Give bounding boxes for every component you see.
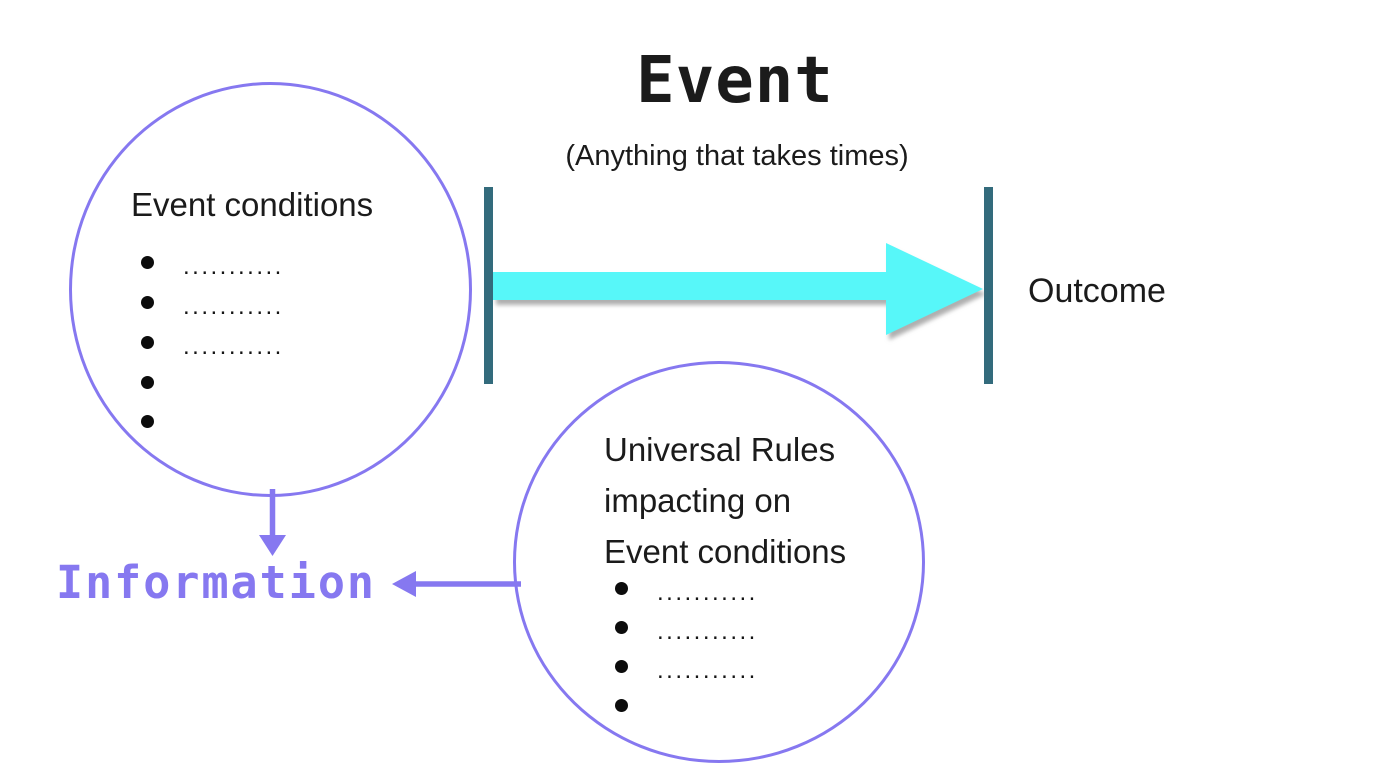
event-condition-bullet — [141, 410, 183, 432]
bullet-dot — [141, 335, 154, 349]
bullet-dot — [615, 698, 628, 712]
universal-rules-heading: Universal Rules impacting on Event condi… — [604, 424, 846, 577]
bullet-dot — [141, 255, 154, 269]
down-arrow-icon — [259, 489, 286, 556]
event-conditions-heading: Event conditions — [131, 186, 374, 223]
bullet-dot — [141, 295, 154, 309]
subtitle: (Anything that takes times) — [565, 140, 909, 172]
event-condition-bullet: ........... — [141, 291, 284, 319]
universal-rules-heading-line: Event conditions — [604, 533, 847, 570]
bullet-dot — [615, 620, 628, 634]
bullet-dot — [615, 659, 628, 673]
event-condition-bullet: ........... — [141, 331, 284, 359]
page-title: Event — [636, 44, 834, 118]
universal-rule-bullet: ........... — [615, 577, 758, 605]
bullet-placeholder-text: ........... — [183, 253, 284, 280]
outcome-label: Outcome — [1028, 272, 1166, 310]
left-arrow-icon — [392, 571, 521, 597]
universal-rules-circle — [513, 361, 925, 763]
bullet-dot — [141, 414, 154, 428]
universal-rule-bullet — [615, 694, 657, 716]
bullet-placeholder-text: ........... — [657, 579, 758, 606]
universal-rules-heading-line: Universal Rules — [604, 431, 836, 468]
event-timeline-arrow-icon — [493, 243, 983, 335]
universal-rule-bullet: ........... — [615, 655, 758, 683]
timeline-start-bar — [484, 187, 493, 384]
event-conditions-circle — [69, 82, 472, 497]
information-label: Information — [56, 556, 377, 609]
bullet-dot — [141, 375, 154, 389]
bullet-placeholder-text: ........... — [183, 333, 284, 360]
bullet-placeholder-text: ........... — [657, 618, 758, 645]
bullet-placeholder-text: ........... — [183, 293, 284, 320]
universal-rules-heading-line: impacting on — [604, 482, 792, 519]
universal-rule-bullet: ........... — [615, 616, 758, 644]
timeline-end-bar — [984, 187, 993, 384]
event-condition-bullet: ........... — [141, 251, 284, 279]
event-condition-bullet — [141, 371, 183, 393]
bullet-placeholder-text: ........... — [657, 657, 758, 684]
bullet-dot — [615, 581, 628, 595]
